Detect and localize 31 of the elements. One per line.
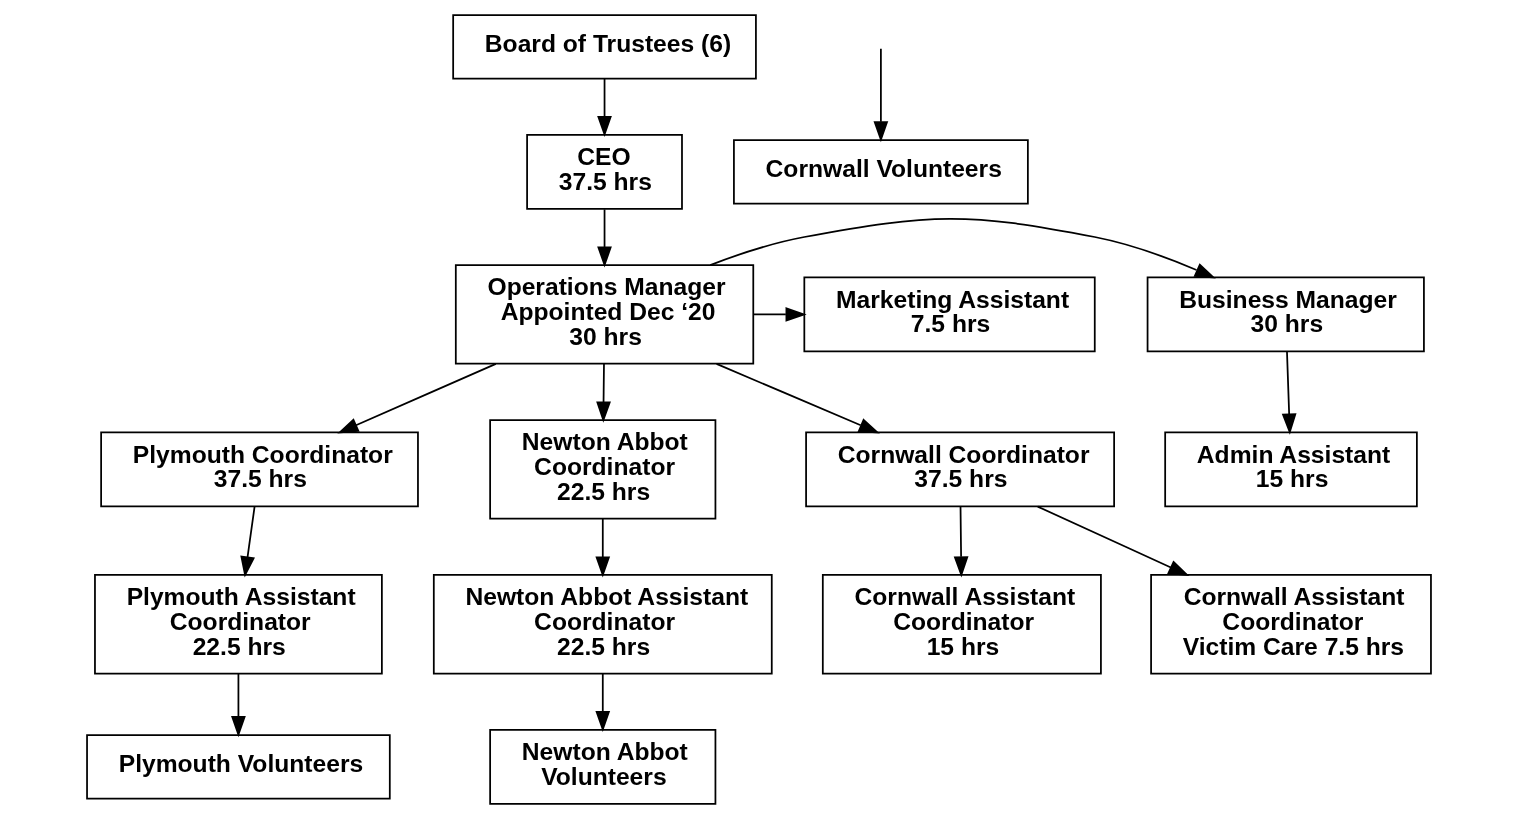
- arrow: [752, 307, 807, 322]
- arrow: [231, 673, 246, 738]
- node-box: Cornwall Volunteers: [733, 139, 1029, 205]
- node-box: Newton Abbot Coordinator 22.5 hrs: [489, 419, 717, 520]
- arrow: [596, 363, 611, 423]
- node-box: Plymouth Assistant Coordinator 22.5 hrs: [94, 574, 383, 675]
- arrow: [715, 363, 880, 434]
- node-box: Marketing Assistant 7.5 hrs: [803, 276, 1096, 353]
- node-box: Board of Trustees (6): [452, 14, 757, 80]
- arrow: [709, 217, 1216, 279]
- node-box: Operations Manager Appointed Dec ‘20 30 hrs: [454, 264, 755, 365]
- arrow: [1036, 505, 1190, 576]
- arrow: [595, 673, 611, 733]
- node-box: Plymouth Volunteers: [86, 734, 391, 800]
- node-box: Plymouth Coordinator 37.5 hrs: [100, 431, 419, 508]
- node-box: Admin Assistant 15 hrs: [1164, 431, 1418, 508]
- arrow: [337, 363, 497, 434]
- arrow: [873, 47, 889, 143]
- arrow: [595, 518, 611, 578]
- node-box: Cornwall Coordinator 37.5 hrs: [805, 431, 1115, 508]
- arrow: [953, 506, 969, 578]
- node-box: Newton Abbot Assistant Coordinator 22.5 hrs: [432, 574, 773, 675]
- node-box: CEO 37.5 hrs: [526, 134, 683, 210]
- node-box: Business Manager 30 hrs: [1146, 276, 1425, 353]
- arrow: [597, 208, 612, 268]
- arrow: [1281, 351, 1297, 435]
- node-box: Newton Abbot Volunteers: [489, 729, 717, 805]
- arrow: [597, 77, 612, 138]
- node-box: Cornwall Assistant Coordinator Victim Care 7.5 hrs: [1150, 574, 1432, 675]
- node-box: Cornwall Assistant Coordinator 15 hrs: [821, 574, 1102, 675]
- arrow: [240, 506, 256, 578]
